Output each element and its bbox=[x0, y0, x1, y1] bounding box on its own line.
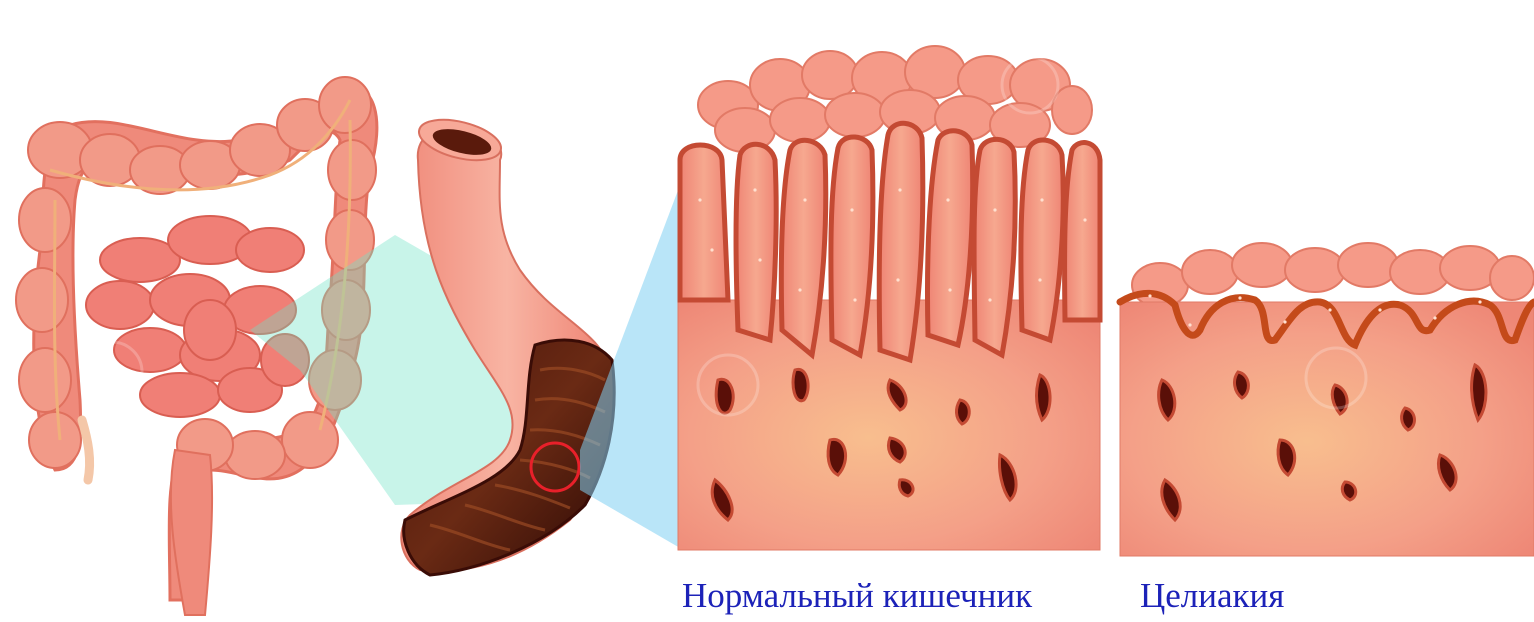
label-normal-intestine: Нормальный кишечник bbox=[682, 574, 1032, 618]
normal-villi-block bbox=[678, 46, 1100, 550]
watermark-spiral-icon bbox=[392, 52, 448, 108]
celiac-villi-block bbox=[1120, 243, 1534, 556]
watermark-spiral-icon bbox=[82, 342, 142, 402]
label-celiac: Целиакия bbox=[1140, 574, 1284, 618]
